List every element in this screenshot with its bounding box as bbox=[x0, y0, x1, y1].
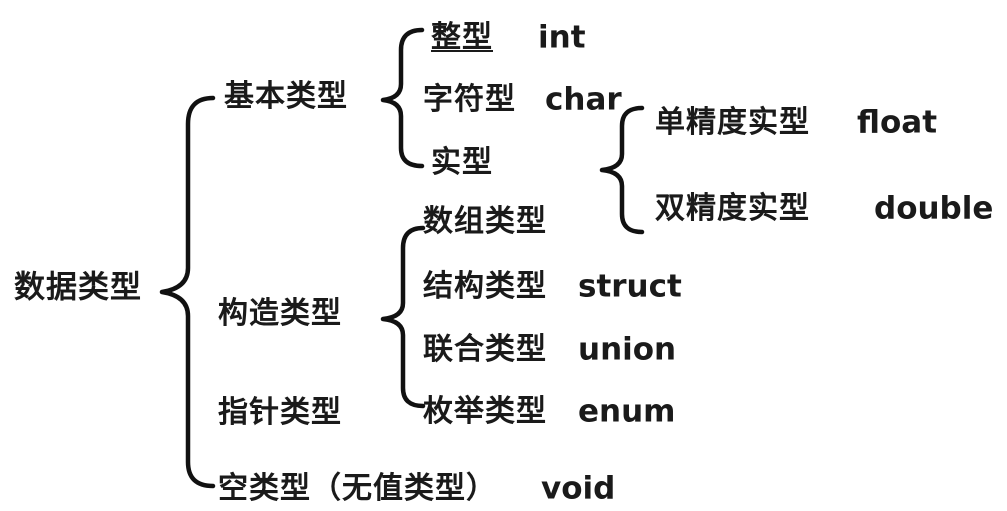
constructed-types-label: 构造类型 bbox=[218, 296, 342, 331]
double-keyword: double bbox=[874, 190, 994, 227]
char-keyword: char bbox=[545, 81, 622, 118]
char-label: 字符型 bbox=[423, 82, 516, 117]
double-label: 双精度实型 bbox=[655, 191, 810, 226]
pointer-types-label: 指针类型 bbox=[218, 395, 342, 430]
basic-types-brace bbox=[380, 27, 425, 169]
void-keyword: void bbox=[541, 470, 616, 507]
array-label: 数组类型 bbox=[423, 204, 547, 239]
float-keyword: float bbox=[857, 104, 938, 141]
void-type-label: 空类型（无值类型） bbox=[218, 471, 497, 506]
int-label: 整型 bbox=[431, 20, 493, 55]
real-types-brace bbox=[599, 105, 645, 235]
constructed-types-brace bbox=[380, 225, 426, 409]
enum-keyword: enum bbox=[578, 393, 676, 430]
int-keyword: int bbox=[538, 19, 586, 56]
real-label: 实型 bbox=[431, 145, 493, 180]
struct-keyword: struct bbox=[578, 268, 682, 305]
union-keyword: union bbox=[578, 331, 677, 368]
float-label: 单精度实型 bbox=[655, 105, 810, 140]
root-label: 数据类型 bbox=[14, 269, 142, 306]
union-label: 联合类型 bbox=[423, 332, 547, 367]
basic-types-label: 基本类型 bbox=[224, 79, 348, 114]
root-brace bbox=[159, 95, 216, 489]
enum-label: 枚举类型 bbox=[423, 394, 547, 429]
struct-label: 结构类型 bbox=[423, 269, 547, 304]
